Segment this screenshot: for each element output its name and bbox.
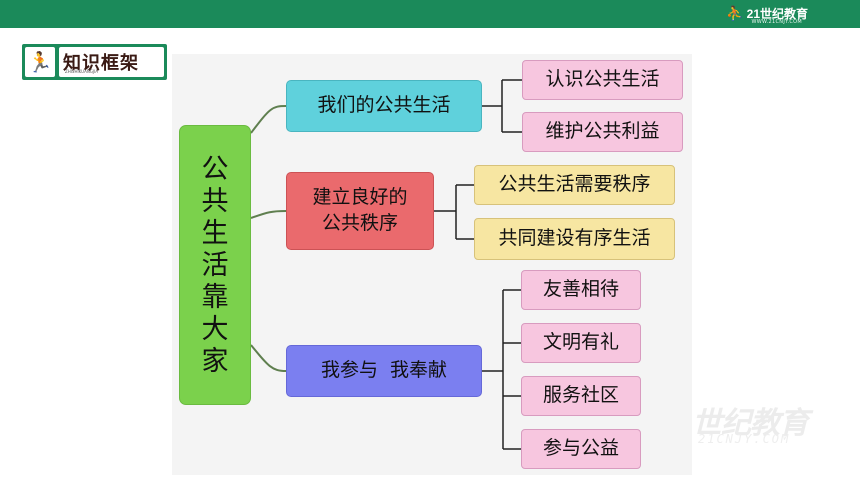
- branch-public-order-line: 建立良好的: [312, 186, 408, 209]
- root-char: 靠: [201, 281, 229, 313]
- leaf-public-welfare: 参与公益: [521, 429, 641, 469]
- logo-subtitle: ZHISHIKUANGJIA: [65, 69, 99, 74]
- root-char: 家: [201, 345, 229, 377]
- runner-icon: 🏃: [25, 47, 55, 77]
- leaf-know-public-life: 认识公共生活: [522, 60, 683, 100]
- branch-public-life: 我们的公共生活: [286, 80, 482, 132]
- root-char: 生: [201, 218, 229, 250]
- root-char: 共: [201, 186, 229, 218]
- leaf-protect-public-interest: 维护公共利益: [522, 112, 683, 152]
- watermark: 世纪教育: [692, 406, 809, 441]
- connector-b3-leaves: [482, 289, 521, 450]
- leaf-friendly: 友善相待: [521, 270, 641, 310]
- branch-public-order-line: 公共秩序: [321, 212, 398, 234]
- leaf-serve-community: 服务社区: [521, 376, 641, 416]
- branch-public-order: 建立良好的 公共秩序: [286, 172, 434, 250]
- branch-participate: 我参与 我奉献: [286, 345, 482, 397]
- leaf-civil: 文明有礼: [521, 323, 641, 363]
- leaf-build-order: 共同建设有序生活: [474, 218, 675, 260]
- root-char: 大: [201, 313, 229, 345]
- logo-title: 知识框架: [63, 53, 139, 74]
- section-logo: 🏃 知识框架 ZHISHIKUANGJIA: [22, 44, 167, 80]
- brand-runner-icon: ⛹: [726, 5, 744, 22]
- connector-root-b3: [250, 344, 287, 372]
- connector-b2-leaves: [434, 184, 474, 240]
- brand-logo: ⛹ 21世纪教育: [726, 5, 808, 22]
- connector-root-b1: [250, 105, 287, 134]
- brand-url: WWW.21CNJY.COM: [751, 19, 802, 25]
- connector-b1-leaves: [482, 79, 522, 133]
- connector-root-b2: [250, 210, 287, 219]
- brand-name: 21世纪教育: [746, 7, 808, 21]
- root-char: 公: [201, 154, 229, 186]
- top-bar: [0, 0, 860, 28]
- root-char: 活: [201, 250, 229, 282]
- logo-panel: 知识框架 ZHISHIKUANGJIA: [59, 47, 164, 77]
- root-node: 公 共 生 活 靠 大 家: [179, 125, 251, 405]
- leaf-order-needed: 公共生活需要秩序: [474, 165, 675, 205]
- watermark-url: 21CNJY.COM: [698, 432, 791, 446]
